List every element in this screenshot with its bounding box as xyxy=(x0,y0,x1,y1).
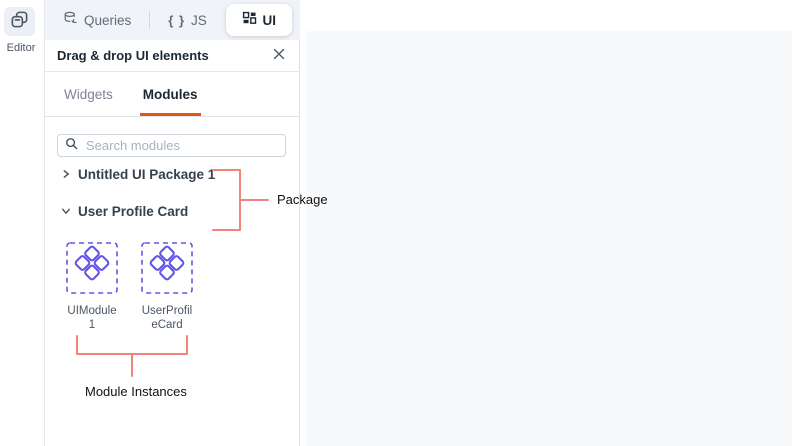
segment-divider xyxy=(149,11,151,29)
package-name: User Profile Card xyxy=(78,203,189,219)
tab-modules[interactable]: Modules xyxy=(132,73,209,116)
module-diamonds-icon xyxy=(74,245,110,281)
package-name: Untitled UI Package 1 xyxy=(78,166,216,182)
tab-queries-label: Queries xyxy=(84,12,132,28)
panel-tabs: Widgets Modules xyxy=(45,73,300,117)
module-diamonds-icon xyxy=(149,245,185,281)
annotation-package-label: Package xyxy=(277,192,328,207)
tab-js-label: JS xyxy=(191,12,207,28)
module-card-label: UIModule 1 xyxy=(67,305,117,331)
tab-ui[interactable]: UI xyxy=(225,4,292,36)
editor-nav-label: Editor xyxy=(6,42,36,54)
annotation-module-instances-label: Module Instances xyxy=(85,384,187,399)
queries-database-icon xyxy=(63,11,78,29)
editor-canvas[interactable] xyxy=(306,31,792,446)
tab-widgets-label: Widgets xyxy=(64,87,113,102)
panel-title: Drag & drop UI elements xyxy=(57,48,209,63)
editor-nav-button[interactable] xyxy=(4,7,35,36)
package-row-untitled-ui-package-1[interactable]: Untitled UI Package 1 xyxy=(45,161,300,187)
chevron-down-icon xyxy=(60,205,72,217)
editor-pages-icon xyxy=(10,10,29,34)
tab-ui-label: UI xyxy=(262,12,277,28)
module-card-userprofilecard[interactable] xyxy=(141,242,193,294)
chevron-right-icon xyxy=(60,168,72,180)
entity-explorer-panel: Queries { } JS UI Drag & drop UI element… xyxy=(45,0,300,446)
left-rail: Editor xyxy=(0,0,45,446)
panel-header: Drag & drop UI elements xyxy=(45,40,300,72)
search-input[interactable] xyxy=(84,137,278,154)
search-icon xyxy=(65,137,78,155)
close-icon xyxy=(273,47,285,65)
curly-braces-icon: { } xyxy=(168,12,186,28)
editor-segmented-control: Queries { } JS UI xyxy=(45,0,300,40)
tab-js[interactable]: { } JS xyxy=(158,4,217,36)
tab-modules-label: Modules xyxy=(142,87,198,102)
close-panel-button[interactable] xyxy=(270,47,288,65)
tab-queries[interactable]: Queries xyxy=(53,4,141,36)
module-card-uimodule1[interactable] xyxy=(66,242,118,294)
module-card-label: UserProfil eCard xyxy=(141,305,193,331)
package-row-user-profile-card[interactable]: User Profile Card xyxy=(45,198,300,224)
module-search-box xyxy=(57,134,286,157)
tab-widgets[interactable]: Widgets xyxy=(53,73,124,116)
ui-grid-icon xyxy=(242,11,257,29)
